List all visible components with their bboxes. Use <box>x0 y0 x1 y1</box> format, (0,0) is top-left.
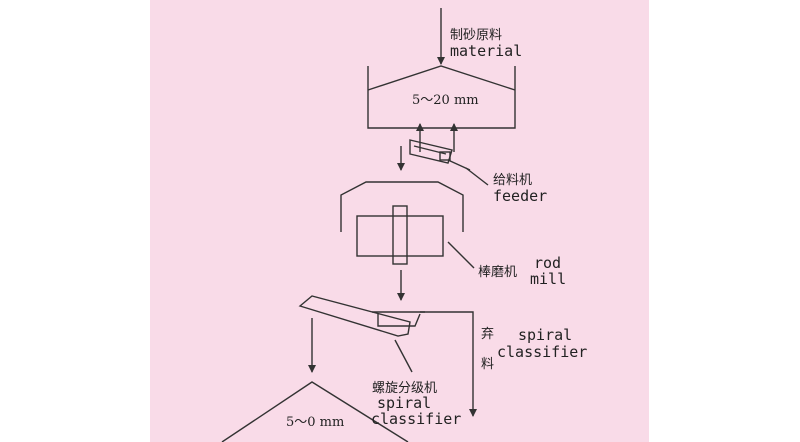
reject-label-en-2: classifier <box>497 343 587 361</box>
hopper-size-label: 5～20 mm <box>412 93 479 108</box>
reject-flow-line <box>420 311 477 417</box>
diagram-background <box>150 0 649 442</box>
feed-hopper <box>367 65 516 129</box>
feeder-label-cn: 给料机 <box>493 173 532 188</box>
rodmill-label-en-1: rod <box>534 254 561 272</box>
feeder-icon <box>409 139 471 171</box>
reject-label-cn-1: 弃 <box>481 327 494 342</box>
rodmill-label-cn: 棒磨机 <box>478 265 517 280</box>
material-label-en: material <box>450 42 522 60</box>
rodmill-label-en-2: mill <box>530 270 566 288</box>
classifier-leader-line <box>394 339 413 373</box>
product-size-label: 5～0 mm <box>286 415 344 430</box>
material-label-cn: 制砂原料 <box>450 28 502 43</box>
rod-mill-icon <box>340 181 464 265</box>
classifier-label-en-1: spiral <box>377 394 431 412</box>
rodmill-leader-line <box>447 241 475 269</box>
feeder-leader-line <box>465 167 489 186</box>
feeder-label-en: feeder <box>493 187 547 205</box>
classifier-label-en-2: classifier <box>371 410 461 428</box>
spiral-classifier-icon <box>298 295 425 337</box>
reject-label-cn-2: 料 <box>481 357 494 372</box>
product-stockpile <box>221 381 409 442</box>
classifier-label-cn: 螺旋分级机 <box>372 381 437 396</box>
reject-label-en-1: spiral <box>518 326 572 344</box>
